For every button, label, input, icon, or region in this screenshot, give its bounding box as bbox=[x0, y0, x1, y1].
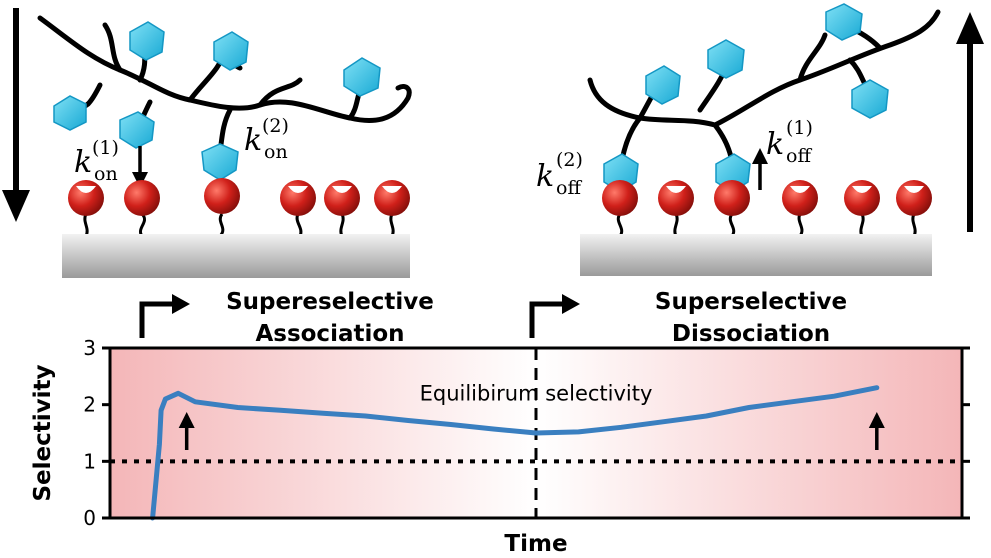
y-axis-label: Selectivity bbox=[30, 364, 56, 501]
up-arrow-icon bbox=[956, 12, 984, 232]
y-tick-label-2: 2 bbox=[83, 393, 96, 417]
y-tick-label-3: 3 bbox=[83, 336, 96, 360]
svg-text:k: k bbox=[536, 159, 554, 194]
receptor-row bbox=[68, 178, 410, 238]
ligand-icon bbox=[129, 21, 165, 61]
dissociation-title-line1: Superselective bbox=[655, 289, 847, 315]
receptor-icon bbox=[602, 180, 638, 216]
receptor-icon bbox=[204, 178, 240, 214]
svg-text:k: k bbox=[766, 127, 784, 162]
k-off-2-label: k off (2) bbox=[536, 149, 583, 199]
receptor-icon bbox=[896, 180, 932, 216]
ligand-icon bbox=[343, 57, 381, 97]
receptor-icon bbox=[374, 180, 410, 216]
association-heading: Supereselective Association bbox=[139, 289, 434, 347]
receptor-icon bbox=[658, 180, 694, 216]
receptor-icon bbox=[844, 180, 880, 216]
bent-arrow-icon bbox=[139, 294, 190, 338]
receptor-icon bbox=[280, 180, 316, 216]
receptor-row bbox=[602, 180, 932, 237]
association-panel: k on (1) k on (2) bbox=[2, 8, 412, 278]
svg-text:(1): (1) bbox=[786, 117, 813, 139]
annotation-arrowhead-1 bbox=[868, 412, 885, 428]
svg-text:k: k bbox=[74, 145, 92, 180]
down-arrow-icon bbox=[2, 8, 30, 222]
bent-arrow-icon bbox=[529, 294, 580, 338]
receptor-icon bbox=[714, 180, 750, 216]
k-on-2-label: k on (2) bbox=[244, 115, 289, 163]
x-axis-label: Time bbox=[504, 531, 567, 557]
receptor-icon bbox=[782, 180, 818, 216]
receptor-icon bbox=[124, 180, 160, 216]
dissociation-title-line2: Dissociation bbox=[672, 321, 830, 347]
plot-frame bbox=[108, 346, 964, 520]
receptor-icon bbox=[324, 180, 360, 216]
svg-text:on: on bbox=[264, 141, 288, 163]
ligand-icon bbox=[213, 31, 249, 71]
ligand-icon bbox=[201, 143, 239, 181]
ligand-icon bbox=[851, 79, 889, 119]
ligand-icon bbox=[707, 39, 745, 79]
ligand-group bbox=[603, 3, 889, 193]
svg-text:off: off bbox=[786, 145, 812, 167]
ligand-icon bbox=[119, 111, 155, 149]
svg-text:(2): (2) bbox=[556, 149, 583, 171]
equilibrium-label: Equilibirum selectivity bbox=[420, 382, 653, 406]
ligand-icon bbox=[645, 65, 681, 105]
ligand-icon bbox=[53, 95, 87, 131]
binding-arrow-icon bbox=[132, 146, 148, 188]
y-tick-label-0: 0 bbox=[83, 506, 96, 530]
dissociation-heading: Superselective Dissociation bbox=[529, 289, 847, 347]
association-title-line2: Association bbox=[255, 321, 404, 347]
series-line-0 bbox=[150, 385, 880, 521]
ligand-icon bbox=[825, 3, 863, 41]
svg-text:on: on bbox=[94, 163, 118, 185]
svg-text:(2): (2) bbox=[262, 115, 289, 137]
dissociation-panel: k off (2) k off (1) bbox=[536, 3, 984, 276]
k-off-1-label: k off (1) bbox=[766, 117, 813, 167]
ligand-group bbox=[53, 21, 381, 181]
receptor-icon bbox=[68, 180, 104, 216]
surface bbox=[62, 234, 410, 278]
polymer-chain bbox=[587, 9, 941, 165]
svg-text:off: off bbox=[556, 177, 582, 199]
k-on-1-label: k on (1) bbox=[74, 137, 119, 185]
unbinding-arrow-icon bbox=[752, 148, 768, 190]
annotation-arrowhead-0 bbox=[178, 412, 195, 428]
svg-text:(1): (1) bbox=[92, 137, 119, 159]
y-tick-label-1: 1 bbox=[83, 449, 96, 473]
association-title-line1: Supereselective bbox=[226, 289, 434, 315]
surface bbox=[580, 234, 932, 276]
svg-text:k: k bbox=[244, 123, 262, 158]
